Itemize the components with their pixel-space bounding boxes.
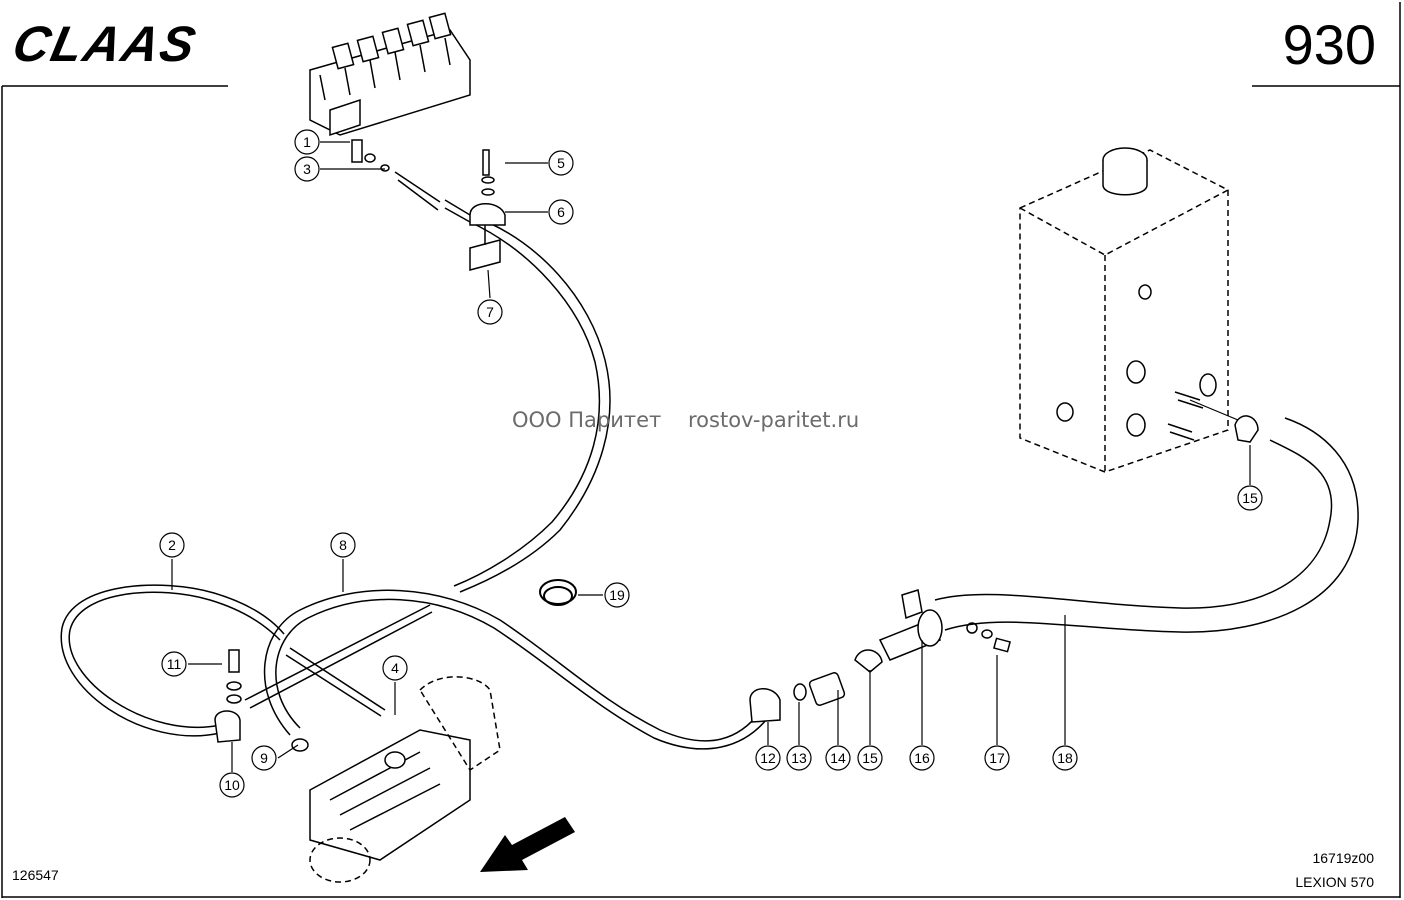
- callout-7: 7: [486, 304, 494, 320]
- pump-assembly: [291, 676, 501, 883]
- watermark: ООО Паритет rostov-paritet.ru: [512, 408, 859, 432]
- callout-3: 3: [303, 161, 311, 177]
- watermark-site: rostov-paritet.ru: [688, 408, 860, 432]
- footer-left-code: 126547: [12, 867, 59, 883]
- tubes: [244, 604, 433, 717]
- callout-9: 9: [260, 750, 268, 766]
- control-valve-block: [309, 12, 471, 172]
- callout-2: 2: [168, 537, 176, 553]
- callout-15-upper: 15: [1242, 490, 1258, 506]
- hose-8: [263, 589, 767, 750]
- hose-2: [60, 584, 285, 737]
- callout-13: 13: [791, 750, 807, 766]
- upper-hose: [394, 171, 611, 593]
- callout-15-lower: 15: [862, 750, 878, 766]
- callout-12: 12: [760, 750, 776, 766]
- callout-14: 14: [830, 750, 846, 766]
- watermark-company: ООО Паритет: [512, 408, 662, 432]
- callout-18: 18: [1057, 750, 1073, 766]
- callout-5: 5: [557, 155, 565, 171]
- callout-1: 1: [303, 134, 311, 150]
- callout-4: 4: [391, 660, 399, 676]
- hose-clamp-19: [539, 579, 577, 606]
- footer-drawing-code: 16719z00: [1312, 850, 1374, 866]
- callout-circles: [159, 129, 1263, 798]
- callout-8: 8: [339, 537, 347, 553]
- callout-6: 6: [557, 204, 565, 220]
- callout-10: 10: [224, 777, 240, 793]
- callout-16: 16: [914, 750, 930, 766]
- hose-18: [934, 417, 1359, 633]
- fittings: [749, 589, 1011, 723]
- callout-19: 19: [609, 587, 625, 603]
- tank-ports: [1056, 284, 1259, 443]
- callouts: [171, 141, 1251, 772]
- tank-cap: [1102, 147, 1148, 196]
- clamp-bracket: [469, 149, 506, 271]
- callout-11: 11: [167, 656, 182, 672]
- oil-tank: [1019, 149, 1229, 473]
- footer-model: LEXION 570: [1295, 874, 1374, 890]
- direction-arrow: [480, 817, 575, 872]
- page-number: 930: [1282, 13, 1376, 76]
- brand-logo: CLAAS: [8, 16, 203, 72]
- callout-labels: 1 2 3 4 5 6 7 8 9 10 11 12 13 14 15 15 1…: [167, 134, 1258, 793]
- callout-17: 17: [989, 750, 1005, 766]
- bolt-bracket-10-11: [214, 649, 242, 743]
